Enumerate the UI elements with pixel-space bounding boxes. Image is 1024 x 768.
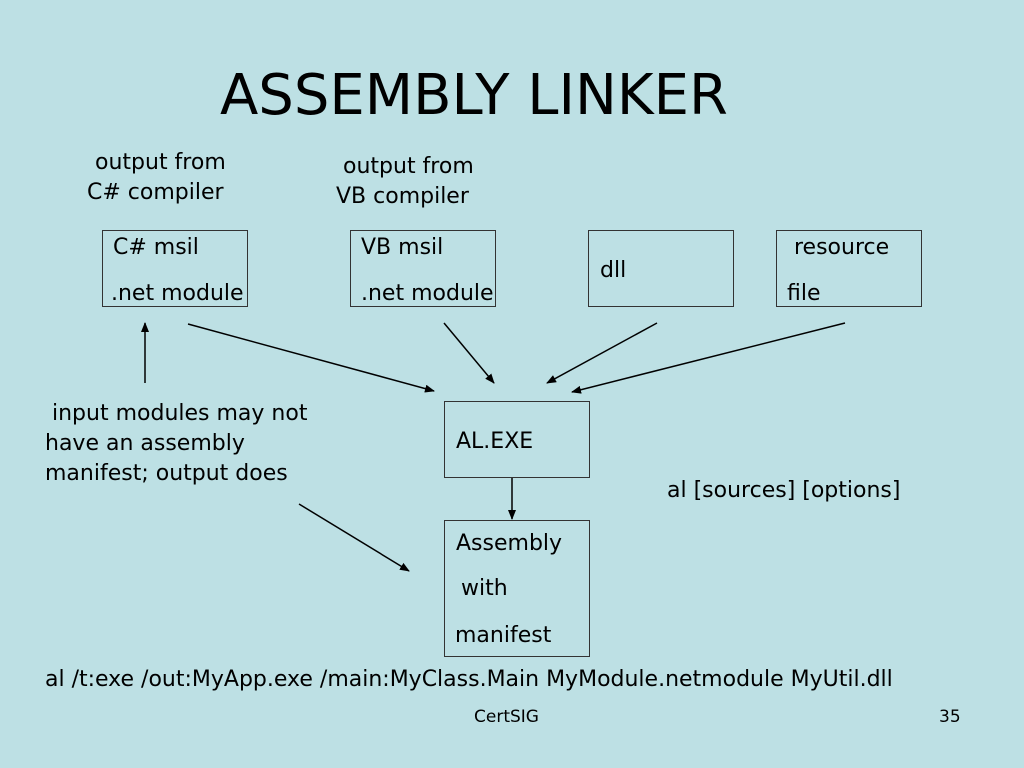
arrow-csharp-to-al	[187, 323, 435, 393]
assembly-with-manifest-box: Assembly with manifest	[444, 520, 590, 657]
arrow-vb-to-al	[443, 322, 495, 384]
page-number: 35	[939, 707, 961, 727]
arrow-resource-to-al	[571, 322, 846, 394]
note-line1: input modules may not	[52, 401, 308, 426]
vb-msil-box-line2: .net module	[361, 281, 494, 306]
resource-file-box-line2: file	[787, 281, 821, 306]
slide-title: ASSEMBLY LINKER	[220, 63, 728, 128]
csharp-msil-box-line1: C# msil	[113, 235, 199, 260]
vb-source-label-line2: VB compiler	[336, 184, 469, 209]
csharp-msil-box: C# msil .net module	[102, 230, 248, 307]
csharp-msil-box-line2: .net module	[111, 281, 244, 306]
dll-box-line1: dll	[600, 258, 627, 283]
vb-source-label-line1: output from	[343, 154, 474, 179]
footer-text: CertSIG	[474, 707, 539, 727]
note-line2: have an assembly	[45, 431, 245, 456]
vb-msil-box-line1: VB msil	[361, 235, 444, 260]
assembly-box-line3: manifest	[455, 623, 552, 648]
arrow-note-to-assembly	[298, 503, 410, 572]
csharp-source-label-line2: C# compiler	[87, 180, 224, 205]
assembly-box-line1: Assembly	[456, 531, 563, 556]
syntax-text: al [sources] [options]	[667, 478, 901, 503]
dll-box: dll	[588, 230, 734, 307]
resource-file-box: resource file	[776, 230, 922, 307]
resource-file-box-line1: resource	[794, 235, 890, 260]
csharp-source-label-line1: output from	[95, 150, 226, 175]
note-line3: manifest; output does	[45, 461, 288, 486]
al-exe-box-line1: AL.EXE	[456, 429, 534, 454]
arrow-dll-to-al	[546, 322, 658, 384]
command-line-example: al /t:exe /out:MyApp.exe /main:MyClass.M…	[45, 667, 893, 692]
vb-msil-box: VB msil .net module	[350, 230, 496, 307]
assembly-box-line2: with	[461, 576, 508, 601]
al-exe-box: AL.EXE	[444, 401, 590, 478]
